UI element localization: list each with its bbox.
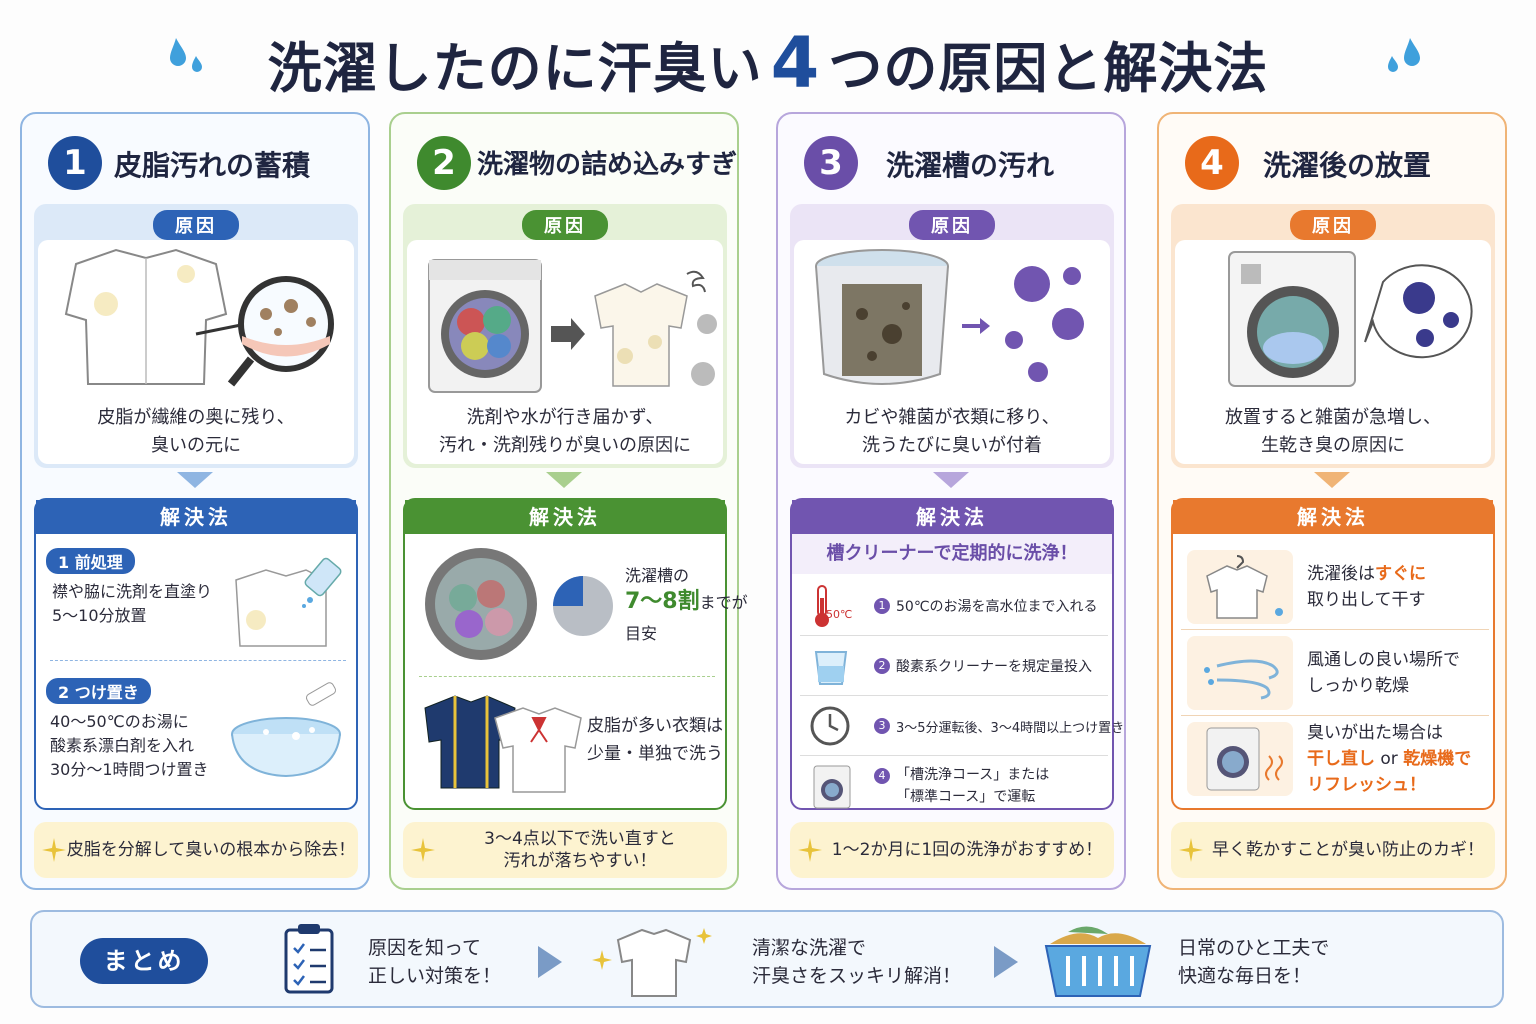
clean-shirt-icon (592, 928, 712, 997)
summary-bar: まとめ 原因を知って正しい対策を！ 清潔な洗濯で汗臭さをスッキリ解消！ 日常のひ… (30, 910, 1504, 1008)
summary-text: 日常のひと工夫で快適な毎日を！ (1178, 937, 1330, 987)
card-number: 2 (417, 136, 471, 190)
arrow-down-icon (546, 472, 582, 488)
card-number: 4 (1185, 136, 1239, 190)
sparkle-icon (42, 838, 66, 862)
solution-label: 解決法 (792, 500, 1112, 534)
cup-icon (814, 651, 848, 685)
dryer-icon (1187, 722, 1293, 796)
cause-label: 原因 (909, 210, 995, 240)
cause-section: 原因 皮脂が繊維の奥に残り、臭いの元に (34, 204, 358, 468)
card-overloading: 2 洗濯物の詰め込みすぎ 原因 洗剤や水が行き届かず、汚れ・洗剤残りが臭いの原因… (389, 112, 748, 890)
arrow-right-icon (538, 946, 562, 978)
solution-row: 臭いが出た場合は干し直し or 乾燥機でリフレッシュ！ (1181, 716, 1489, 802)
solution-row: 風通しの良い場所でしっかり乾燥 (1181, 630, 1489, 716)
step-label: 2 つけ置き (46, 678, 151, 704)
solution-section: 解決法 洗濯後はすぐに取り出して干す 風通しの良い場所でしっかり乾燥 臭いが出た… (1171, 498, 1495, 810)
card-header: 1 皮脂汚れの蓄積 (22, 136, 368, 192)
cause-label: 原因 (153, 210, 239, 240)
summary-text: 清潔な洗濯で汗臭さをスッキリ解消！ (752, 937, 962, 987)
drum-mold-illustration (815, 249, 1084, 385)
cause-label: 原因 (522, 210, 608, 240)
card-title: 洗濯槽の汚れ (886, 149, 1055, 182)
card-header: 2 洗濯物の詰め込みすぎ (391, 136, 737, 192)
water-drop-icon (170, 38, 202, 72)
cause-section: 原因 カビや雑菌が衣類に移り、洗うたびに臭いが付着 (790, 204, 1114, 468)
solution-label: 解決法 (36, 500, 356, 534)
step-label: 1 前処理 (46, 548, 135, 574)
solution-label: 解決法 (405, 500, 725, 534)
tip-box: 早く乾かすことが臭い防止のカギ！ (1171, 822, 1495, 878)
card-number: 3 (804, 136, 858, 190)
card-title: 洗濯物の詰め込みすぎ (477, 150, 738, 180)
arrow-down-icon (177, 472, 213, 488)
cause-section: 原因 洗剤や水が行き届かず、汚れ・洗剤残りが臭いの原因に (403, 204, 727, 468)
arrow-right-icon (994, 946, 1018, 978)
cause-text: 洗剤や水が行き届かず、汚れ・洗剤残りが臭いの原因に (439, 407, 691, 456)
sparkle-icon (798, 838, 822, 862)
capacity-pie-slice (553, 576, 583, 606)
temperature-label: 50℃ (826, 608, 853, 621)
cause-section: 原因 放置すると雑菌が急増し、生乾き臭の原因に (1171, 204, 1495, 468)
card-title: 洗濯後の放置 (1263, 149, 1432, 182)
solution-headline: 槽クリーナーで定期的に洗浄！ (792, 534, 1112, 574)
solution-row: 洗濯後はすぐに取り出して干す (1181, 544, 1489, 630)
card-leaving-laundry: 4 洗濯後の放置 原因 放置すると雑菌が急増し、生乾き臭の原因に 解決法 洗濯後… (1157, 112, 1507, 890)
summary-text: 原因を知って正しい対策を！ (368, 937, 502, 987)
card-drum-dirt: 3 洗濯槽の汚れ 原因 カビや雑菌が衣類に移り、洗うたびに臭いが付着 解決法 槽… (776, 112, 1126, 890)
capacity-pie-chart (553, 576, 613, 636)
tip-box: 皮脂を分解して臭いの根本から除去！ (34, 822, 358, 878)
water-drop-icon (1388, 38, 1420, 72)
arrow-down-icon (1314, 472, 1350, 488)
drum-fill-illustration (425, 548, 537, 660)
washing-machine-icon (813, 765, 851, 809)
step-row: 4「槽洗浄コース」または 「標準コース」で運転 (800, 756, 1108, 816)
cause-text: 皮脂が繊維の奥に残り、臭いの元に (97, 407, 295, 456)
shirt-spray-illustration (235, 557, 342, 647)
cause-label: 原因 (1290, 210, 1376, 240)
clock-icon (810, 706, 850, 746)
advice-text: 皮脂が多い衣類は少量・単独で洗う (587, 716, 723, 764)
checklist-icon (284, 924, 334, 994)
card-sebum: 1 皮脂汚れの蓄積 原因 皮脂が繊維の奥に残り、臭いの元に 解決法 1 前処理 … (20, 112, 370, 890)
laundry-basket-icon (1044, 926, 1152, 997)
hanger-shirt-icon (1187, 550, 1293, 624)
cause-text: 放置すると雑菌が急増し、生乾き臭の原因に (1225, 407, 1441, 456)
washer-shirt-illustration (428, 259, 717, 393)
solution-label: 解決法 (1173, 500, 1493, 534)
capacity-label: 洗濯槽の (625, 566, 690, 585)
washer-bacteria-illustration (1228, 251, 1473, 387)
wind-icon (1187, 636, 1293, 710)
sparkle-icon (1179, 838, 1203, 862)
card-title: 皮脂汚れの蓄積 (114, 149, 311, 182)
tip-box: 1〜2か月に1回の洗浄がおすすめ！ (790, 822, 1114, 878)
clothes-illustration (424, 695, 582, 793)
capacity-value: 7〜8割までが (625, 589, 748, 614)
tip-box: 3〜4点以下で洗い直すと汚れが落ちやすい！ (403, 822, 727, 878)
card-number: 1 (48, 136, 102, 190)
cause-text: カビや雑菌が衣類に移り、洗うたびに臭いが付着 (844, 407, 1060, 456)
card-header: 4 洗濯後の放置 (1159, 136, 1505, 192)
thermometer-icon (815, 585, 829, 627)
capacity-note: 目安 (625, 624, 658, 643)
summary-label: まとめ (80, 938, 208, 984)
soaking-basin-illustration (231, 682, 341, 778)
card-header: 3 洗濯槽の汚れ (778, 136, 1124, 192)
solution-section: 解決法 洗濯槽の 7〜8割までが 目安 皮脂が多い衣類は少量・単独で洗う (403, 498, 748, 810)
arrow-down-icon (933, 472, 969, 488)
sparkle-icon (411, 838, 435, 862)
shirt-magnifier-illustration (64, 248, 334, 387)
